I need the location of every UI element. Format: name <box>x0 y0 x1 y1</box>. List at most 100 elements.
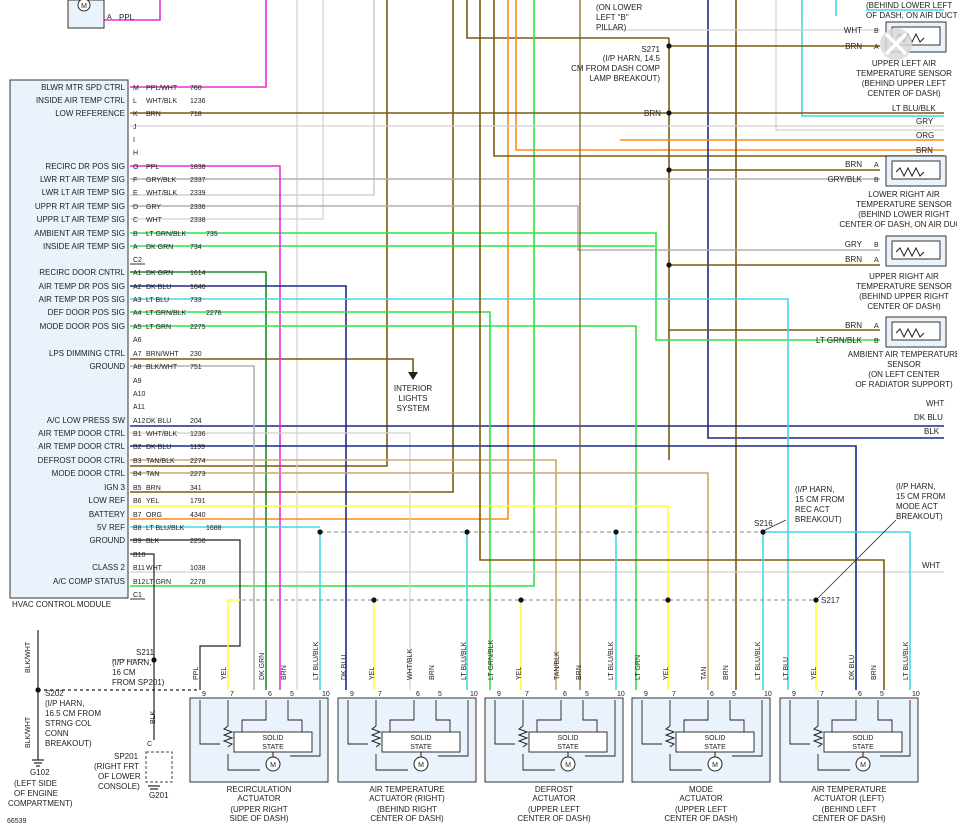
sensor-wire-label: BRN <box>845 160 862 169</box>
pin-function-label: LWR LT AIR TEMP SIG <box>42 188 125 197</box>
pin-circuit-number: 1236 <box>190 431 206 438</box>
sensor-pin: A <box>874 162 879 169</box>
splice-s217-note: (I/P HARN, 15 CM FROM MODE ACT BREAKOUT)… <box>821 482 946 605</box>
pin-id: A9 <box>133 378 142 385</box>
actuator-wire-label: DK BLU <box>341 655 348 680</box>
pin-circuit-number: 4340 <box>190 512 206 519</box>
pin-id: A12 <box>133 418 146 425</box>
sensor-description: TEMPERATURE SENSOR <box>856 200 952 209</box>
close-button[interactable] <box>880 28 912 60</box>
svg-text:REC ACT: REC ACT <box>795 505 830 514</box>
pin-function-label: AMBIENT AIR TEMP SIG <box>34 229 125 238</box>
actuator-wire-label: LT BLU/BLK <box>313 641 320 680</box>
actuator-pin-number: 6 <box>858 691 862 698</box>
sensor-wire-label: GRY <box>845 240 863 249</box>
wire <box>227 599 240 690</box>
svg-text:(I/P HARN,: (I/P HARN, <box>896 482 935 491</box>
svg-text:M: M <box>712 762 718 769</box>
actuator-title: MODE <box>689 785 713 794</box>
svg-text:15 CM FROM: 15 CM FROM <box>896 492 946 501</box>
splice-dot <box>518 597 524 603</box>
splice-dot <box>665 597 671 603</box>
actuator-pin-number: 5 <box>290 691 294 698</box>
pin-id: A5 <box>133 324 142 331</box>
pin-function-label: LWR RT AIR TEMP SIG <box>40 175 125 184</box>
wire <box>130 358 414 372</box>
blk-wht-wire-label: BLK/WHT <box>25 641 32 673</box>
pin-wire-color: LT GRN <box>146 579 171 586</box>
sensor-wire-label: BRN <box>845 321 862 330</box>
sensor-description: LOWER RIGHT AIR <box>868 190 940 199</box>
svg-text:STRNG COL: STRNG COL <box>45 719 92 728</box>
diagram-id: 66539 <box>7 818 27 825</box>
pin-function-label: A/C COMP STATUS <box>53 577 125 586</box>
sensor-wire-label: LT GRN/BLK <box>816 336 863 345</box>
pin-id: A10 <box>133 391 146 398</box>
svg-text:OF DASH, ON AIR DUCT): OF DASH, ON AIR DUCT) <box>866 11 957 20</box>
actuator-pin-number: 10 <box>912 691 920 698</box>
hvac-module-name: HVAC CONTROL MODULE <box>12 600 111 609</box>
wire <box>763 531 911 690</box>
pin-circuit-number: 2338 <box>190 217 206 224</box>
pin-circuit-number: 2250 <box>190 538 206 545</box>
right-wire-label: DK BLU <box>914 413 943 422</box>
wire <box>493 0 944 157</box>
pin-id: L <box>133 98 137 105</box>
actuator-location: SIDE OF DASH) <box>229 814 288 823</box>
ground-g102: G102 (LEFT SIDE OF ENGINE COMPARTMENT) <box>8 768 73 808</box>
pin-id: C2 <box>133 257 142 264</box>
right-wire-label: ORG <box>916 131 934 140</box>
wire <box>130 325 637 690</box>
wire <box>130 365 255 690</box>
pin-id: B1 <box>133 431 142 438</box>
wire <box>130 459 557 690</box>
module-pin-a9: A9 <box>133 378 142 385</box>
svg-text:BREAKOUT): BREAKOUT) <box>45 739 92 748</box>
module-pin-j: J <box>133 124 137 131</box>
svg-text:STATE: STATE <box>262 744 284 751</box>
pin-wire-color: DK BLU <box>146 418 171 425</box>
pin-circuit-number: 2337 <box>190 177 206 184</box>
sensor-description: CENTER OF DASH) <box>867 89 941 98</box>
pin-id: B4 <box>133 471 142 478</box>
module-pin-h: H <box>133 150 138 157</box>
pin-wire-color: DK GRN <box>146 270 173 277</box>
pin-id: A4 <box>133 310 142 317</box>
sensor-pin: B <box>874 177 879 184</box>
actuator-wire-label: BRN <box>576 665 583 680</box>
actuator-pin-number: 5 <box>585 691 589 698</box>
actuator-wire-label: YEL <box>811 667 818 680</box>
pin-id: B6 <box>133 498 142 505</box>
svg-text:MODE ACT: MODE ACT <box>896 502 938 511</box>
pin-circuit-number: 2275 <box>190 324 206 331</box>
actuator-wire-label: YEL <box>663 667 670 680</box>
splice-dot <box>151 657 157 663</box>
actuator-location: (BEHIND RIGHT <box>377 805 437 814</box>
actuator-wire-label: TAN <box>701 667 708 680</box>
actuator-pin-number: 7 <box>525 691 529 698</box>
pin-id: B5 <box>133 485 142 492</box>
actuator-title: ACTUATOR <box>532 794 575 803</box>
wire <box>130 505 669 690</box>
actuator-wire-label: BRN <box>723 665 730 680</box>
pin-id: J <box>133 124 137 131</box>
actuator-title: ACTUATOR (RIGHT) <box>369 794 445 803</box>
pin-wire-color: WHT/BLK <box>146 431 177 438</box>
actuator-wire-label: LT GRN/BLK <box>488 639 495 680</box>
pin-function-label: IGN 3 <box>104 483 125 492</box>
module-pin-a6: A6 <box>133 337 142 344</box>
splice-dot <box>613 529 619 535</box>
pin-function-label: BATTERY <box>89 510 126 519</box>
pin-wire-color: LT GRN <box>146 324 171 331</box>
pin-function-label: GROUND <box>89 536 125 545</box>
splice-s216-note: (I/P HARN, 15 CM FROM REC ACT BREAKOUT) … <box>754 485 845 528</box>
pin-circuit-number: 1791 <box>190 498 206 505</box>
wire <box>130 0 454 493</box>
sensor-pin: A <box>874 257 879 264</box>
wire <box>775 0 944 131</box>
